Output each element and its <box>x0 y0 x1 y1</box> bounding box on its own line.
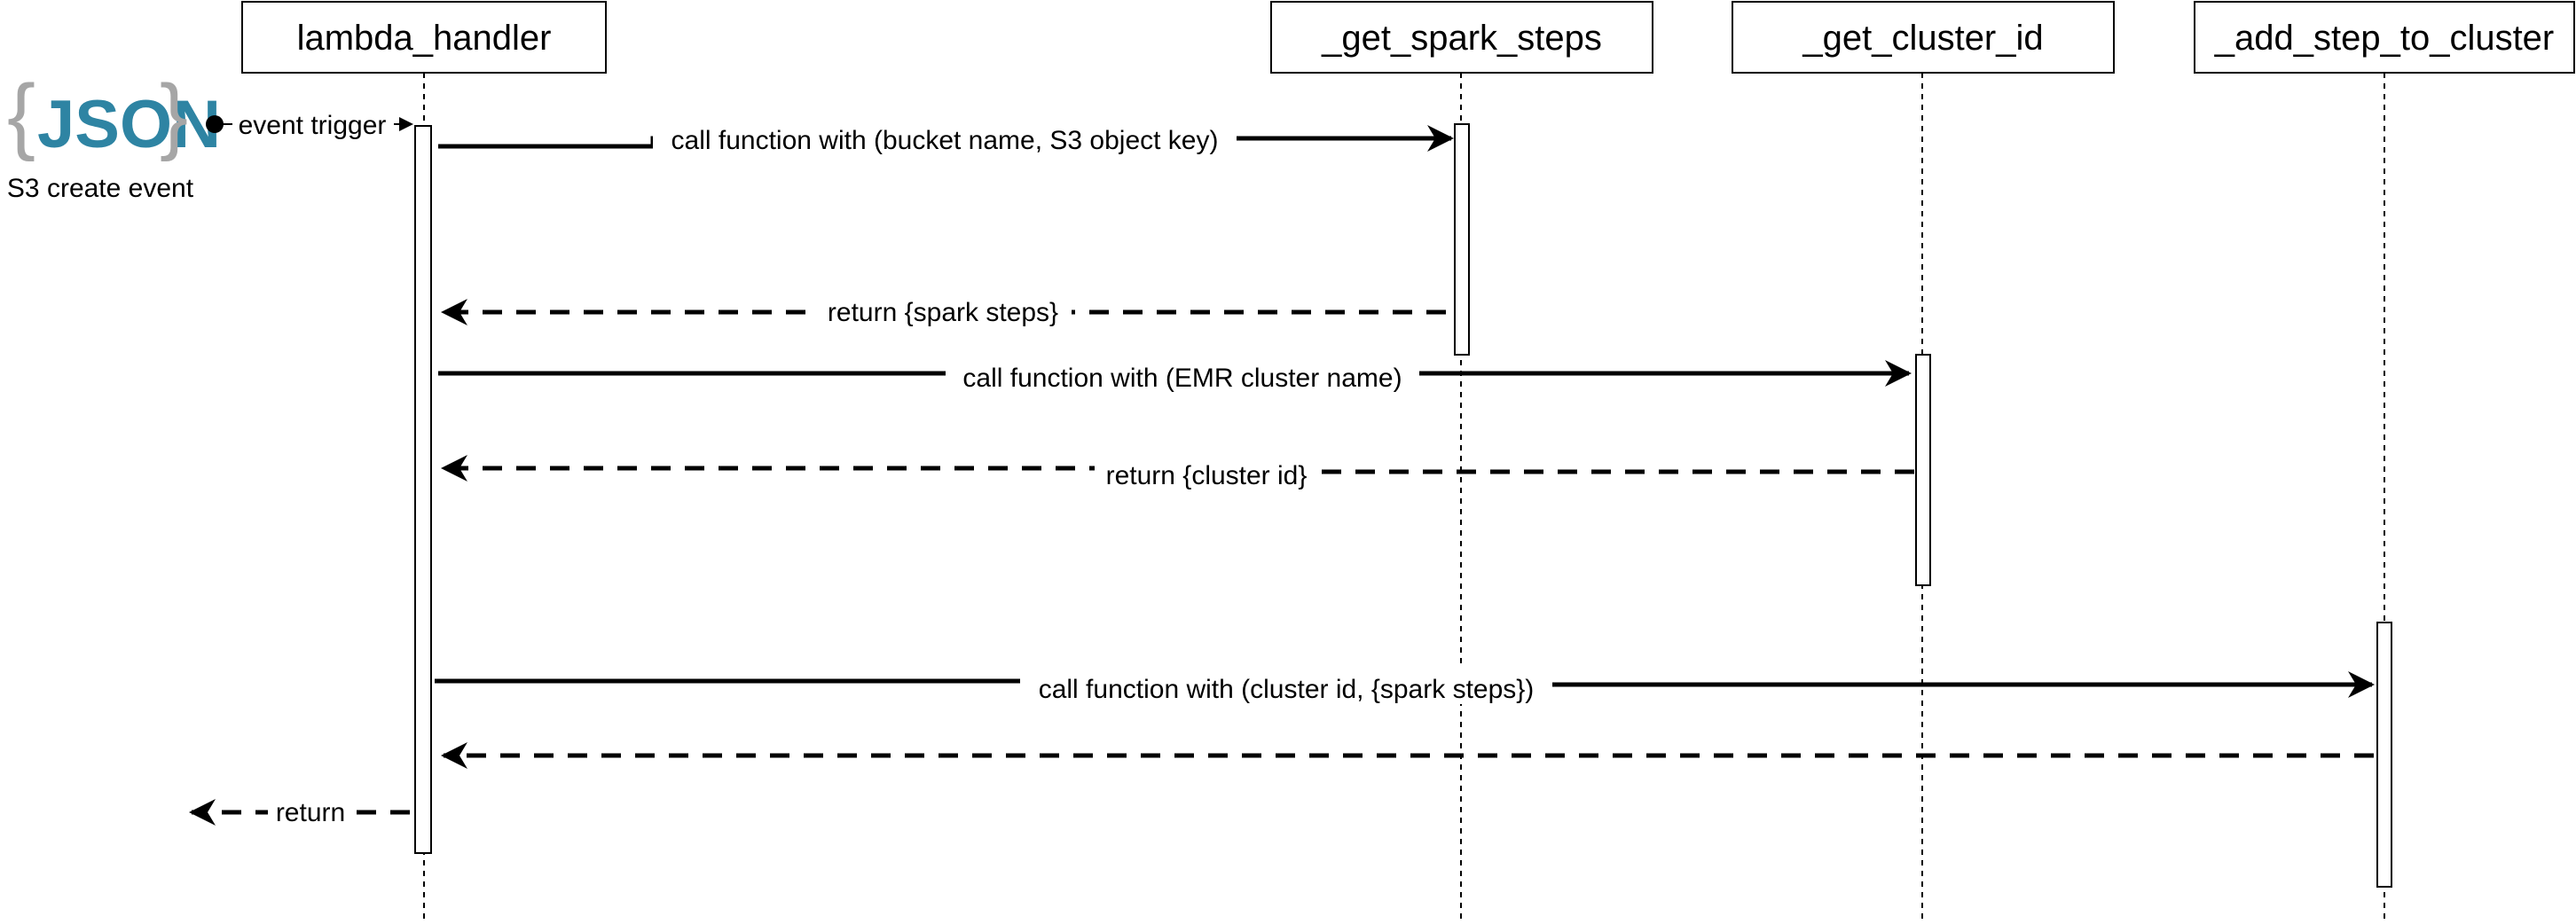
lifeline-header-get-cluster-id: _get_cluster_id <box>1732 1 2115 74</box>
message-label: return {spark steps} <box>828 298 1058 327</box>
event-trigger-arrow: event trigger <box>206 108 413 140</box>
message-label: return {cluster id} <box>1106 461 1308 490</box>
message-return-spark-steps: return {spark steps} <box>441 293 1446 330</box>
activation-lambda-handler <box>414 125 432 854</box>
lifeline-header-lambda-handler: lambda_handler <box>241 1 607 74</box>
lifeline-header-add-step-to-cluster: _add_step_to_cluster <box>2194 1 2575 74</box>
lifeline-label: _add_step_to_cluster <box>2214 19 2555 58</box>
svg-text:}: } <box>160 67 188 162</box>
json-icon-label: JSON <box>37 87 221 162</box>
lifeline-label: _get_spark_steps <box>1321 19 1602 58</box>
activation-get-cluster-id <box>1915 354 1931 586</box>
svg-text:{: { <box>7 67 35 162</box>
json-icon: { JSON } <box>7 67 221 162</box>
message-label: call function with (bucket name, S3 obje… <box>671 126 1219 155</box>
message-label: return <box>276 798 345 827</box>
message-call-add-step-to-cluster: call function with (cluster id, {spark s… <box>435 669 2375 704</box>
message-call-get-cluster-id: call function with (EMR cluster name) <box>438 358 1912 394</box>
activation-get-spark-steps <box>1454 123 1470 356</box>
message-call-get-spark-steps: call function with (bucket name, S3 obje… <box>438 121 1454 156</box>
message-label: call function with (EMR cluster name) <box>962 364 1402 393</box>
lifeline-label: lambda_handler <box>297 19 552 58</box>
source-caption: S3 create event <box>7 174 194 203</box>
lifeline-header-get-spark-steps: _get_spark_steps <box>1270 1 1653 74</box>
message-final-return: return <box>189 795 410 830</box>
message-label: call function with (cluster id, {spark s… <box>1039 675 1535 704</box>
event-trigger-label: event trigger <box>239 111 387 140</box>
lifeline-label: _get_cluster_id <box>1802 19 2043 58</box>
message-return-cluster-id: return {cluster id} <box>441 455 1914 491</box>
activation-add-step-to-cluster <box>2376 622 2392 888</box>
